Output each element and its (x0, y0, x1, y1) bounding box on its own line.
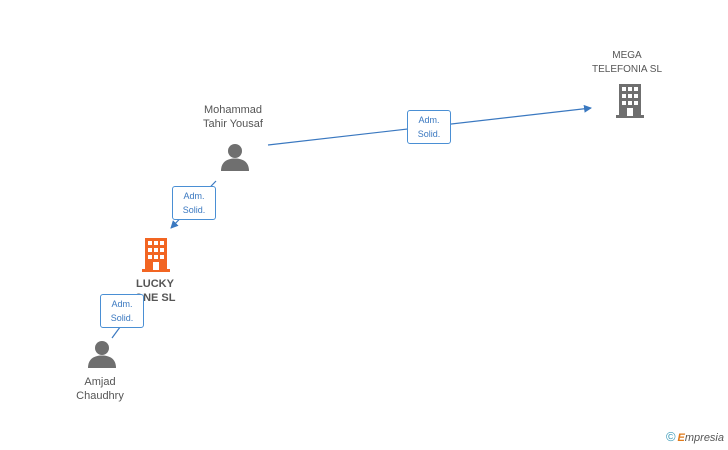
edge-role-line2: Solid. (417, 129, 441, 139)
node-name-line1: MEGA (612, 50, 642, 61)
node-name-line2: Tahir Yousaf (203, 118, 263, 130)
node-name-line2: TELEFONIA SL (591, 64, 663, 75)
node-name-line2: Chaudhry (76, 390, 124, 402)
node-label-mohammad[interactable]: Mohammad Tahir Yousaf (183, 103, 283, 131)
node-label-mega-telefonia[interactable]: MEGA TELEFONIA SL (577, 49, 677, 77)
brand-name-rest: mpresia (684, 432, 724, 444)
node-name-line1: Mohammad (203, 104, 263, 116)
node-name-line2: ONE SL (134, 292, 176, 304)
node-name-line1: Amjad (84, 376, 116, 388)
person-icon[interactable] (87, 340, 117, 368)
node-label-amjad[interactable]: Amjad Chaudhry (60, 375, 140, 403)
brand-initial: E (677, 432, 685, 444)
edge-badge-mohammad-mega[interactable]: Adm. Solid. (407, 110, 451, 144)
building-icon[interactable] (140, 238, 172, 272)
edge-badge-amjad-lucky[interactable]: Adm. Solid. (100, 294, 144, 328)
edge-role-line1: Adm. (111, 299, 133, 309)
copyright-symbol: © (665, 429, 676, 444)
node-label-lucky[interactable]: LUCKY ONE SL (115, 277, 195, 305)
node-name-line1: LUCKY (136, 278, 174, 290)
edge-badge-mohammad-lucky[interactable]: Adm. Solid. (172, 186, 216, 220)
edge-role-line1: Adm. (183, 191, 205, 201)
building-icon[interactable] (614, 84, 646, 118)
empresia-logo: ©Empresia (666, 429, 724, 444)
edge-role-line2: Solid. (182, 205, 206, 215)
edge-role-line2: Solid. (110, 313, 134, 323)
edge-role-line1: Adm. (418, 115, 440, 125)
person-icon[interactable] (220, 143, 250, 171)
